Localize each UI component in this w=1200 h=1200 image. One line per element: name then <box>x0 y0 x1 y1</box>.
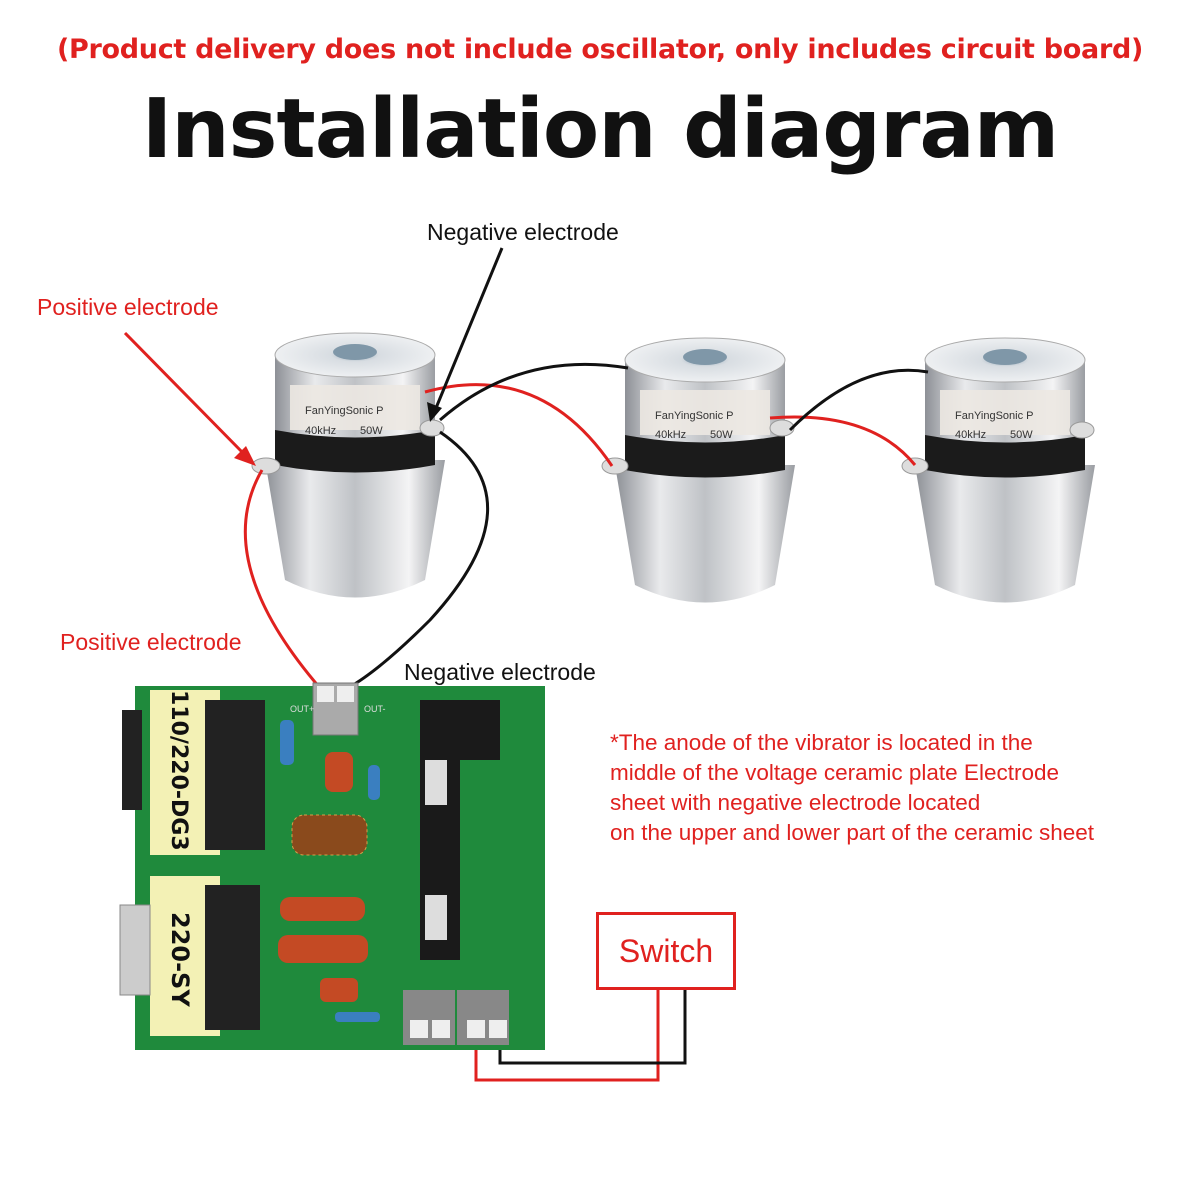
notice-text: (Product delivery does not include oscil… <box>56 34 1144 65</box>
switch-box: Switch <box>596 912 736 990</box>
power-text: 50W <box>1010 429 1033 441</box>
positive-wire-2-3 <box>769 415 917 466</box>
negative-electrode-label-board: Negative electrode <box>404 659 596 685</box>
anode-note: *The anode of the vibrator is located in… <box>610 728 1094 848</box>
switch-wire-red <box>474 990 660 1082</box>
positive-arrow <box>123 331 247 457</box>
negative-arrowhead <box>427 402 442 422</box>
negative-wire-board <box>347 430 489 690</box>
positive-tab-1 <box>251 457 281 475</box>
note-line: middle of the voltage ceramic plate Elec… <box>610 760 1059 785</box>
positive-wire-board <box>243 469 322 689</box>
transformer-2-label: 220-SY <box>166 912 194 1007</box>
power-text: 50W <box>360 425 383 437</box>
page-title: Installation diagram <box>141 82 1059 177</box>
brand-text: FanYingSonic P <box>655 410 733 422</box>
transformer-1-label: 110/220-DG3 <box>166 690 191 851</box>
transducer-1 <box>265 333 445 598</box>
transducer-labels: FanYingSonic P 40kHz 50W FanYingSonic P … <box>305 405 1033 441</box>
positive-tab-2 <box>601 457 629 475</box>
note-line: *The anode of the vibrator is located in… <box>610 730 1033 755</box>
switch-label: Switch <box>618 932 714 969</box>
note-line: sheet with negative electrode located <box>610 790 981 815</box>
positive-electrode-label-top: Positive electrode <box>37 294 219 320</box>
out-minus-label: OUT- <box>364 704 386 714</box>
positive-electrode-label-board: Positive electrode <box>60 629 242 655</box>
negative-wire-1-2 <box>439 362 629 422</box>
frequency-text: 40kHz <box>955 429 986 441</box>
negative-wire-2-3 <box>788 368 929 432</box>
transducer-2 <box>615 338 795 603</box>
positive-tab-3 <box>901 457 929 475</box>
note-line: on the upper and lower part of the ceram… <box>610 820 1095 845</box>
heatsink <box>390 700 500 960</box>
circuit-board: 110/220-DG3 220-SY OUT+ OUT- <box>119 682 545 1050</box>
negative-arrow <box>434 247 504 409</box>
brand-text: FanYingSonic P <box>955 410 1033 422</box>
negative-electrode-label-top: Negative electrode <box>427 219 619 245</box>
positive-arrowhead <box>234 446 256 466</box>
positive-wire-1-2 <box>424 383 614 467</box>
transducer-3 <box>915 338 1095 603</box>
switch-wire-black <box>498 990 687 1065</box>
out-plus-label: OUT+ <box>290 704 314 714</box>
negative-tab-3 <box>1069 421 1095 439</box>
frequency-text: 40kHz <box>305 425 336 437</box>
power-text: 50W <box>710 429 733 441</box>
frequency-text: 40kHz <box>655 429 686 441</box>
negative-tab-1 <box>419 419 445 437</box>
brand-text: FanYingSonic P <box>305 405 383 417</box>
